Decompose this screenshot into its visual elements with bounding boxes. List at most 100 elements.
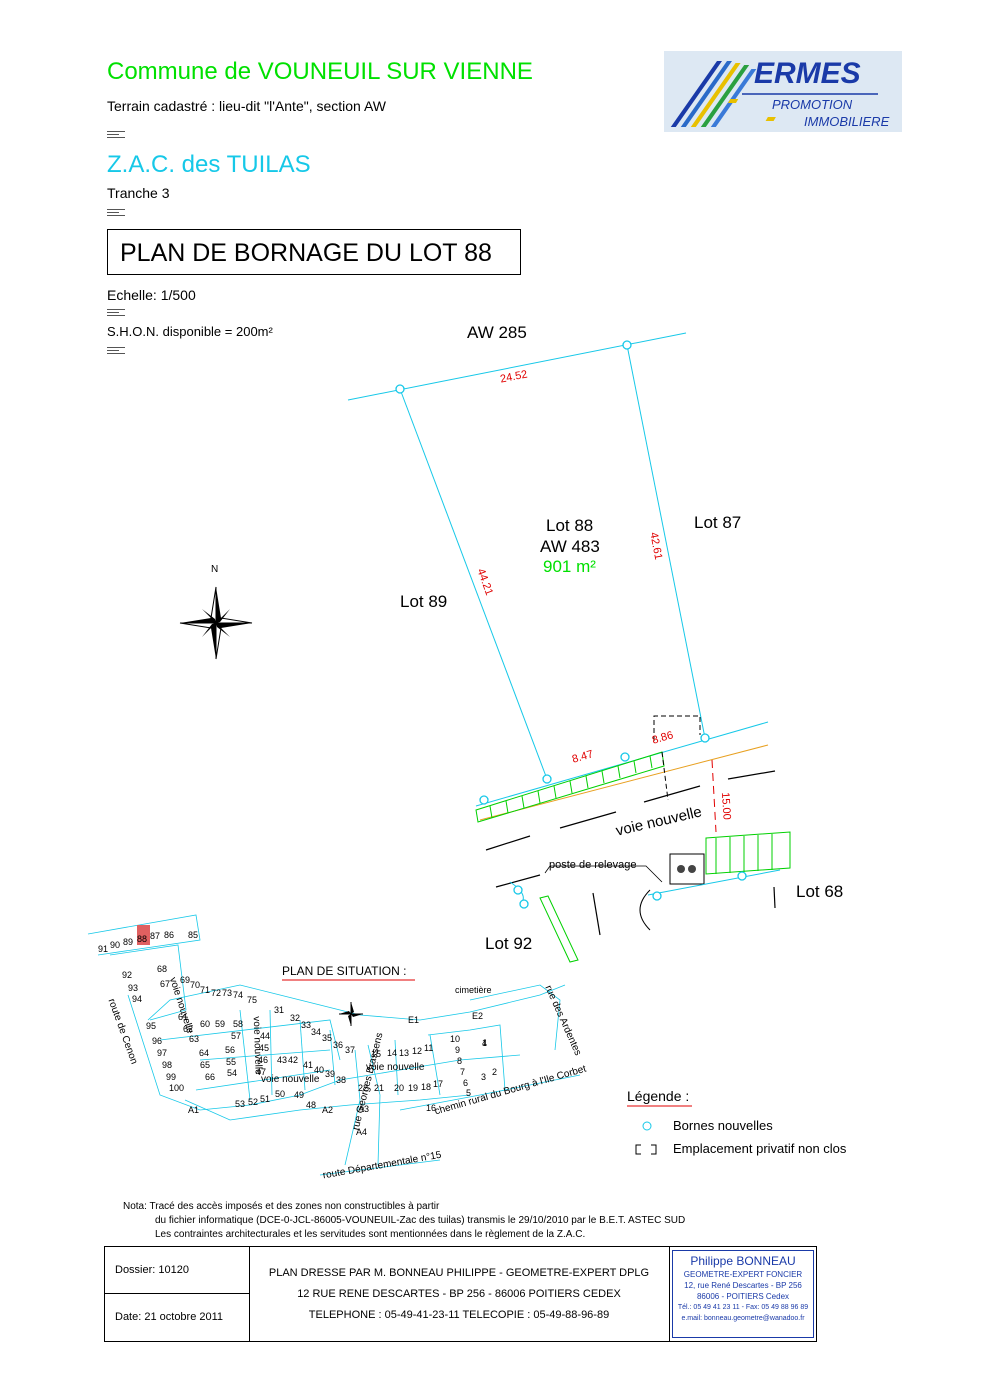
situation-lot-label: 40 <box>314 1065 325 1075</box>
situation-lot-label: 61 <box>178 1012 189 1022</box>
situation-lot-label: A4 <box>356 1127 368 1137</box>
legend-emplacement-icon <box>635 1144 641 1155</box>
ermes-logo: ERMES PROMOTION IMMOBILIERE <box>664 51 902 132</box>
situation-lot-label: A1 <box>188 1105 200 1115</box>
situation-lot-label: 46 <box>258 1055 269 1065</box>
situation-lot-label: E2 <box>472 1011 484 1021</box>
plan-title: PLAN DE BORNAGE DU LOT 88 <box>107 229 521 275</box>
label-aw285: AW 285 <box>467 323 527 342</box>
pump-icon <box>688 865 696 873</box>
situation-lot-label: 91 <box>98 944 109 954</box>
situation-lot-label: 12 <box>412 1046 423 1056</box>
road-axis <box>479 744 769 821</box>
dim-road: 15.00 <box>718 791 733 821</box>
situation-lot-label: 11 <box>424 1043 434 1053</box>
situation-lot-label: 97 <box>157 1048 168 1058</box>
road-centerline <box>485 770 776 936</box>
situation-lot-label: 68 <box>157 964 168 974</box>
separator-mark <box>107 131 125 140</box>
title-block: Dossier: 10120 Date: 21 octobre 2011 PLA… <box>104 1246 817 1342</box>
separator-mark <box>107 209 125 218</box>
boundary-markers <box>395 340 747 909</box>
situation-lot-label: 64 <box>199 1048 210 1058</box>
access-strip-south <box>539 895 579 963</box>
north-arrow-icon <box>179 586 253 660</box>
logo-stripes-icon <box>670 61 878 127</box>
situation-map <box>87 914 581 1176</box>
stamp-address-2: 86006 - POITIERS Cedex <box>696 1292 790 1301</box>
commune-title: Commune de VOUNEUIL SUR VIENNE <box>107 58 533 85</box>
pumping-station <box>669 853 705 885</box>
situation-lot-label: 95 <box>146 1021 157 1031</box>
situation-lot-label: 17 <box>433 1079 444 1089</box>
label-lot87: Lot 87 <box>694 513 742 532</box>
situation-lot-label: 86 <box>164 930 175 940</box>
road-width-line <box>711 759 717 833</box>
situation-lot-label: 69 <box>180 975 191 985</box>
logo-line1: PROMOTION <box>772 97 853 112</box>
label-area: 901 m² <box>543 557 596 576</box>
label-lot89: Lot 89 <box>400 592 448 611</box>
east-boundary-line <box>647 869 781 896</box>
stamp-phone: Tél.: 05 49 41 23 11 - Fax: 05 49 88 96 … <box>677 1304 809 1311</box>
situation-north-icon <box>339 1002 363 1026</box>
stamp-title: GEOMETRE-EXPERT FONCIER <box>683 1270 803 1279</box>
logo-brand: ERMES <box>754 57 861 90</box>
situation-lot-label: 65 <box>200 1060 211 1070</box>
situation-lot-label: 34 <box>311 1027 322 1037</box>
terrain-subtitle: Terrain cadastré : lieu-dit "l'Ante", se… <box>107 98 386 114</box>
situation-lot-label: 100 <box>169 1083 185 1093</box>
situation-lot-label: 51 <box>260 1094 271 1104</box>
situation-lot-label: 98 <box>162 1060 173 1070</box>
situation-lot-label: 55 <box>226 1057 237 1067</box>
situation-lot-label: A3 <box>358 1104 370 1114</box>
street-voie-2: voie nouvelle <box>250 1016 264 1075</box>
situation-lot-label: 52 <box>248 1097 259 1107</box>
situation-lot-label: 32 <box>290 1013 301 1023</box>
situation-lot-label: 63 <box>189 1034 200 1044</box>
surveyor-line: PLAN DRESSE PAR M. BONNEAU PHILIPPE - GE… <box>268 1267 650 1279</box>
street-voie-4: voie nouvelle <box>366 1062 425 1073</box>
situation-lot-label: 35 <box>322 1033 333 1043</box>
situation-lot-label: 85 <box>188 930 199 940</box>
situation-lot-label: 6 <box>463 1078 469 1088</box>
legend-emplacement: Emplacement privatif non clos <box>673 1141 847 1156</box>
address-line: 12 RUE RENE DESCARTES - BP 256 - 86006 P… <box>297 1288 621 1300</box>
stamp-address-1: 12, rue René Descartes - BP 256 <box>684 1281 802 1290</box>
lot-88-highlight <box>137 925 150 945</box>
situation-lot-label: 21 <box>374 1083 385 1093</box>
street-voie-3: voie nouvelle <box>261 1074 320 1085</box>
situation-lot-label: 60 <box>200 1019 211 1029</box>
situation-lot-label: 75 <box>247 995 258 1005</box>
stamp-name: Philippe BONNEAU <box>690 1254 796 1268</box>
curb-curve <box>639 889 651 931</box>
zac-title: Z.A.C. des TUILAS <box>107 151 311 178</box>
situation-lot-label: 20 <box>394 1083 405 1093</box>
situation-lot-label: 93 <box>128 983 139 993</box>
phone-line: TELEPHONE : 05-49-41-23-11 TELECOPIE : 0… <box>308 1309 610 1321</box>
situation-lot-label: 45 <box>259 1043 270 1053</box>
label-lot68: Lot 68 <box>796 882 844 901</box>
north-label: N <box>211 564 219 575</box>
situation-lot-label: 38 <box>336 1075 347 1085</box>
shon-label: S.H.O.N. disponible = 200m² <box>107 324 273 339</box>
access-strip-hatch <box>489 755 653 819</box>
poste-leader-line <box>544 865 663 883</box>
situation-lot-label: 53 <box>235 1099 246 1109</box>
legend-emplacement-icon <box>651 1144 657 1155</box>
situation-lot-label: 8 <box>457 1056 463 1066</box>
situation-lot-label: 96 <box>152 1036 163 1046</box>
plan-date: Date: 21 octobre 2011 <box>115 1311 224 1323</box>
separator-mark <box>107 309 125 318</box>
situation-lot-label: 33 <box>301 1020 312 1030</box>
situation-lot-label: 56 <box>225 1045 236 1055</box>
legend-borne-icon <box>642 1121 652 1131</box>
access-strip <box>475 751 665 823</box>
situation-lot-label: 67 <box>160 979 171 989</box>
access-strip-east <box>705 831 791 875</box>
situation-lot-label: 9 <box>455 1045 461 1055</box>
situation-lot-label: 71 <box>200 985 211 995</box>
scale-label: Echelle: 1/500 <box>107 287 196 303</box>
nota-line-3: Les contraintes architecturales et les s… <box>155 1229 586 1240</box>
